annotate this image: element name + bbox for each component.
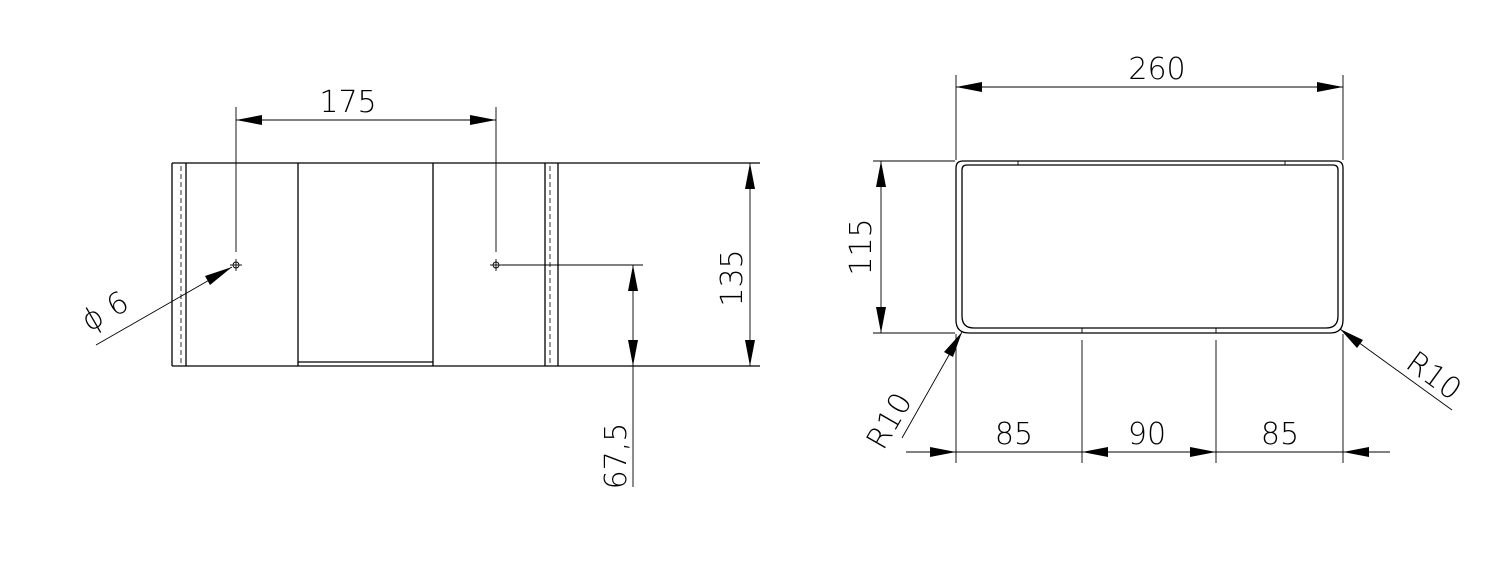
side-view: 260 115 R10 R10: [844, 52, 1468, 463]
side-height-label: 115: [844, 218, 879, 275]
radius-left-label: R10: [860, 387, 920, 456]
front-view: 175 ϕ 6 135 67,5: [76, 85, 760, 489]
dimension-front-height: 135: [715, 163, 755, 366]
dimension-radius-right: R10: [1339, 328, 1468, 411]
segment-middle-label: 90: [1128, 417, 1166, 452]
dimension-bottom-segments: 85 90 85: [906, 334, 1390, 463]
front-body-outline: [171, 162, 760, 367]
front-height-label: 135: [715, 249, 750, 306]
side-profile: [955, 160, 1344, 334]
dimension-hole-spacing: 175: [235, 85, 497, 252]
side-width-label: 260: [1128, 52, 1185, 87]
hole-spacing-label: 175: [319, 85, 376, 120]
hole-left: [230, 259, 242, 271]
dimension-side-height: 115: [844, 160, 955, 334]
hole-diameter-label: ϕ 6: [76, 285, 135, 340]
dimension-hole-height: 67,5: [502, 264, 643, 490]
dimension-side-width: 260: [955, 52, 1344, 160]
hole-right: [490, 259, 502, 271]
segment-right-label: 85: [1261, 417, 1299, 452]
dimension-hole-diameter: ϕ 6: [76, 266, 233, 346]
radius-right-label: R10: [1399, 345, 1467, 408]
dimension-radius-left: R10: [860, 331, 963, 456]
hole-height-label: 67,5: [599, 423, 634, 490]
segment-left-label: 85: [995, 417, 1033, 452]
